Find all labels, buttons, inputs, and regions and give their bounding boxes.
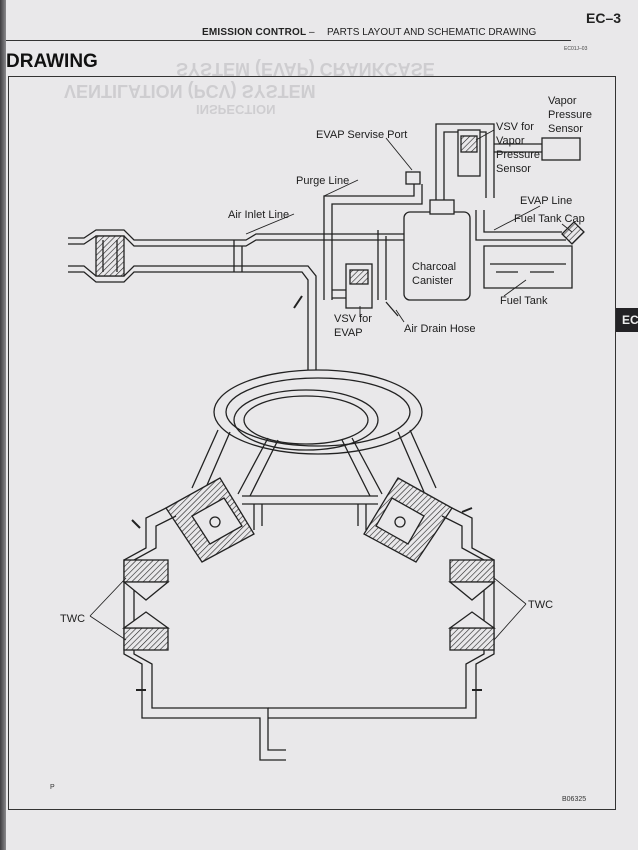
manual-page: SYSTEM (EVAP) CRANKCASE VENTILATION (PCV… bbox=[6, 0, 638, 850]
label-fuel-tank: Fuel Tank bbox=[500, 295, 548, 307]
diagram-labels: Vapor Pressure Sensor EVAP Servise Port … bbox=[60, 95, 592, 625]
label-fuel-tank-cap: Fuel Tank Cap bbox=[514, 213, 585, 225]
intake-plenum bbox=[191, 369, 437, 497]
label-evap-line: EVAP Line bbox=[520, 195, 572, 207]
header-subtitle: PARTS LAYOUT AND SCHEMATIC DRAWING bbox=[327, 27, 537, 38]
label-air-drain-hose: Air Drain Hose bbox=[404, 323, 476, 335]
label-vsv-vapor-pressure: VSV for bbox=[496, 121, 534, 133]
label-vsv-evap: VSV for bbox=[334, 313, 372, 325]
intake-riser bbox=[233, 240, 317, 370]
fuel-tank bbox=[483, 221, 585, 289]
label-vsv-evap: EVAP bbox=[334, 327, 363, 339]
label-charcoal-canister: Charcoal bbox=[412, 261, 456, 273]
page-number: EC–3 bbox=[586, 10, 622, 26]
evap-lines bbox=[323, 123, 566, 317]
vsv-vapor-pressure-sensor bbox=[457, 129, 481, 177]
air-intake-duct bbox=[68, 229, 436, 283]
header-separator: – bbox=[309, 27, 315, 38]
label-evap-service-port: EVAP Servise Port bbox=[316, 129, 407, 141]
emission-schematic: Vapor Pressure Sensor EVAP Servise Port … bbox=[60, 95, 592, 761]
label-air-inlet-line: Air Inlet Line bbox=[228, 209, 289, 221]
diagram-frame bbox=[8, 76, 616, 810]
figure-code-top: EC01J–03 bbox=[564, 46, 588, 52]
label-vsv-vapor-pressure: Vapor bbox=[496, 135, 525, 147]
section-title: DRAWING bbox=[6, 51, 98, 72]
header-section: EMISSION CONTROL bbox=[202, 27, 307, 38]
vapor-pressure-sensor bbox=[541, 137, 581, 161]
page-gutter bbox=[0, 0, 6, 850]
label-vsv-vapor-pressure: Sensor bbox=[496, 163, 531, 175]
charcoal-canister bbox=[403, 199, 471, 301]
label-charcoal-canister: Canister bbox=[412, 275, 453, 287]
engine-block bbox=[165, 477, 453, 563]
label-vsv-vapor-pressure: Pressure bbox=[496, 149, 540, 161]
header-rule bbox=[6, 40, 571, 41]
figure-code-bottom: B06325 bbox=[562, 796, 587, 803]
exhaust-system bbox=[122, 507, 496, 761]
section-tab: EC bbox=[616, 308, 638, 332]
label-vapor-pressure-sensor: Sensor bbox=[548, 123, 583, 135]
label-twc-left: TWC bbox=[60, 613, 85, 625]
label-purge-line: Purge Line bbox=[296, 175, 349, 187]
label-vapor-pressure-sensor: Vapor bbox=[548, 95, 577, 107]
vsv-evap bbox=[332, 263, 373, 309]
label-vapor-pressure-sensor: Pressure bbox=[548, 109, 592, 121]
leader-lines bbox=[89, 129, 573, 641]
corner-mark: P bbox=[50, 784, 55, 791]
label-twc-right: TWC bbox=[528, 599, 553, 611]
